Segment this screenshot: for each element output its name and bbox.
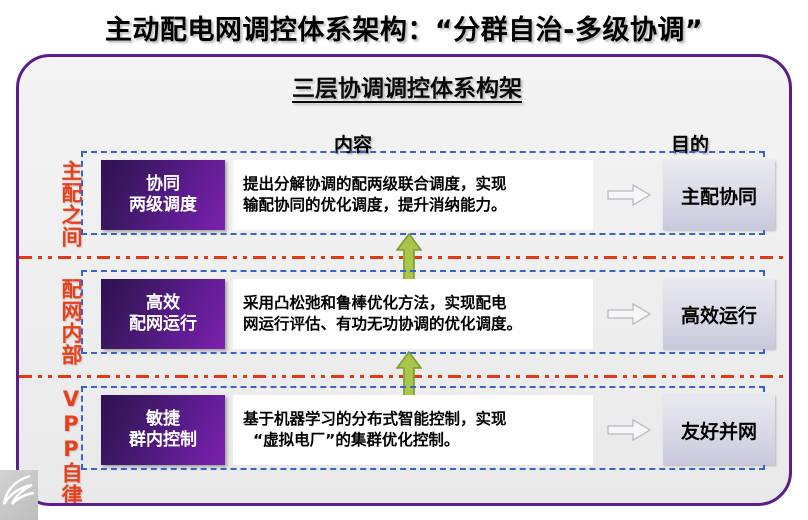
side-label-row-1: 主配之间 bbox=[59, 160, 83, 248]
stage-box-row-2-line-1: 高效 bbox=[146, 292, 180, 313]
stage-box-row-3-line-2: 群内控制 bbox=[129, 430, 197, 450]
description-row-3-line-2: “虚拟电厂”的集群优化控制。 bbox=[253, 431, 460, 449]
goal-box-row-1: 主配协同 bbox=[663, 160, 775, 230]
stage-box-row-1-line-1: 协同 bbox=[146, 173, 180, 194]
institution-logo bbox=[0, 470, 38, 520]
stage-box-row-3: 敏捷 群内控制 bbox=[101, 395, 225, 465]
description-row-1-line-2: 输配协同的优化调度，提升消纳能力。 bbox=[243, 196, 507, 214]
description-row-3-line-1: 基于机器学习的分布式智能控制，实现 bbox=[243, 409, 507, 428]
goal-box-row-3: 友好并网 bbox=[663, 395, 775, 465]
diagram-row-2: 高效 配网运行 采用凸松弛和鲁棒优化方法，实现配电 网运行评估、有功无功协调的优… bbox=[81, 270, 775, 354]
arrow-right-icon-row-2 bbox=[607, 302, 652, 326]
side-label-row-2: 配网内部 bbox=[59, 278, 83, 366]
arrow-right-icon-row-3 bbox=[607, 418, 652, 442]
description-box-row-3: 基于机器学习的分布式智能控制，实现 “虚拟电厂”的集群优化控制。 bbox=[233, 395, 593, 465]
goal-box-row-2: 高效运行 bbox=[663, 279, 775, 349]
description-box-row-1: 提出分解协调的配两级联合调度，实现 输配协同的优化调度，提升消纳能力。 bbox=[233, 160, 593, 230]
side-label-row-3: VPP自律 bbox=[59, 387, 83, 506]
column-header-content: 内容 bbox=[333, 134, 372, 156]
content-frame: 三层协调调控体系构架 内容 目的 主配之间 协同 两级调度 提出分解协调的配两级… bbox=[16, 54, 792, 506]
description-row-2-line-2: 网运行评估、有功无功协调的优化调度。 bbox=[243, 315, 523, 333]
stage-box-row-1: 协同 两级调度 bbox=[101, 160, 225, 230]
slide-title: 主动配电网调控体系架构：“分群自治-多级协调” bbox=[104, 15, 704, 46]
diagram-row-1: 协同 两级调度 提出分解协调的配两级联合调度，实现 输配协同的优化调度，提升消纳… bbox=[81, 151, 775, 235]
column-header-goal: 目的 bbox=[670, 134, 709, 156]
description-row-2-line-1: 采用凸松弛和鲁棒优化方法，实现配电 bbox=[243, 293, 507, 312]
stage-box-row-2: 高效 配网运行 bbox=[101, 279, 225, 349]
stage-box-row-1-line-2: 两级调度 bbox=[129, 195, 197, 215]
slide-subtitle: 三层协调调控体系构架 bbox=[292, 76, 522, 102]
description-box-row-2: 采用凸松弛和鲁棒优化方法，实现配电 网运行评估、有功无功协调的优化调度。 bbox=[233, 279, 593, 349]
diagram-row-3: 敏捷 群内控制 基于机器学习的分布式智能控制，实现 “虚拟电厂”的集群优化控制。… bbox=[81, 386, 775, 470]
arrow-right-icon-row-1 bbox=[607, 183, 652, 207]
stage-box-row-2-line-2: 配网运行 bbox=[129, 314, 197, 334]
stage-box-row-3-line-1: 敏捷 bbox=[146, 408, 180, 429]
description-row-1-line-1: 提出分解协调的配两级联合调度，实现 bbox=[243, 174, 507, 193]
